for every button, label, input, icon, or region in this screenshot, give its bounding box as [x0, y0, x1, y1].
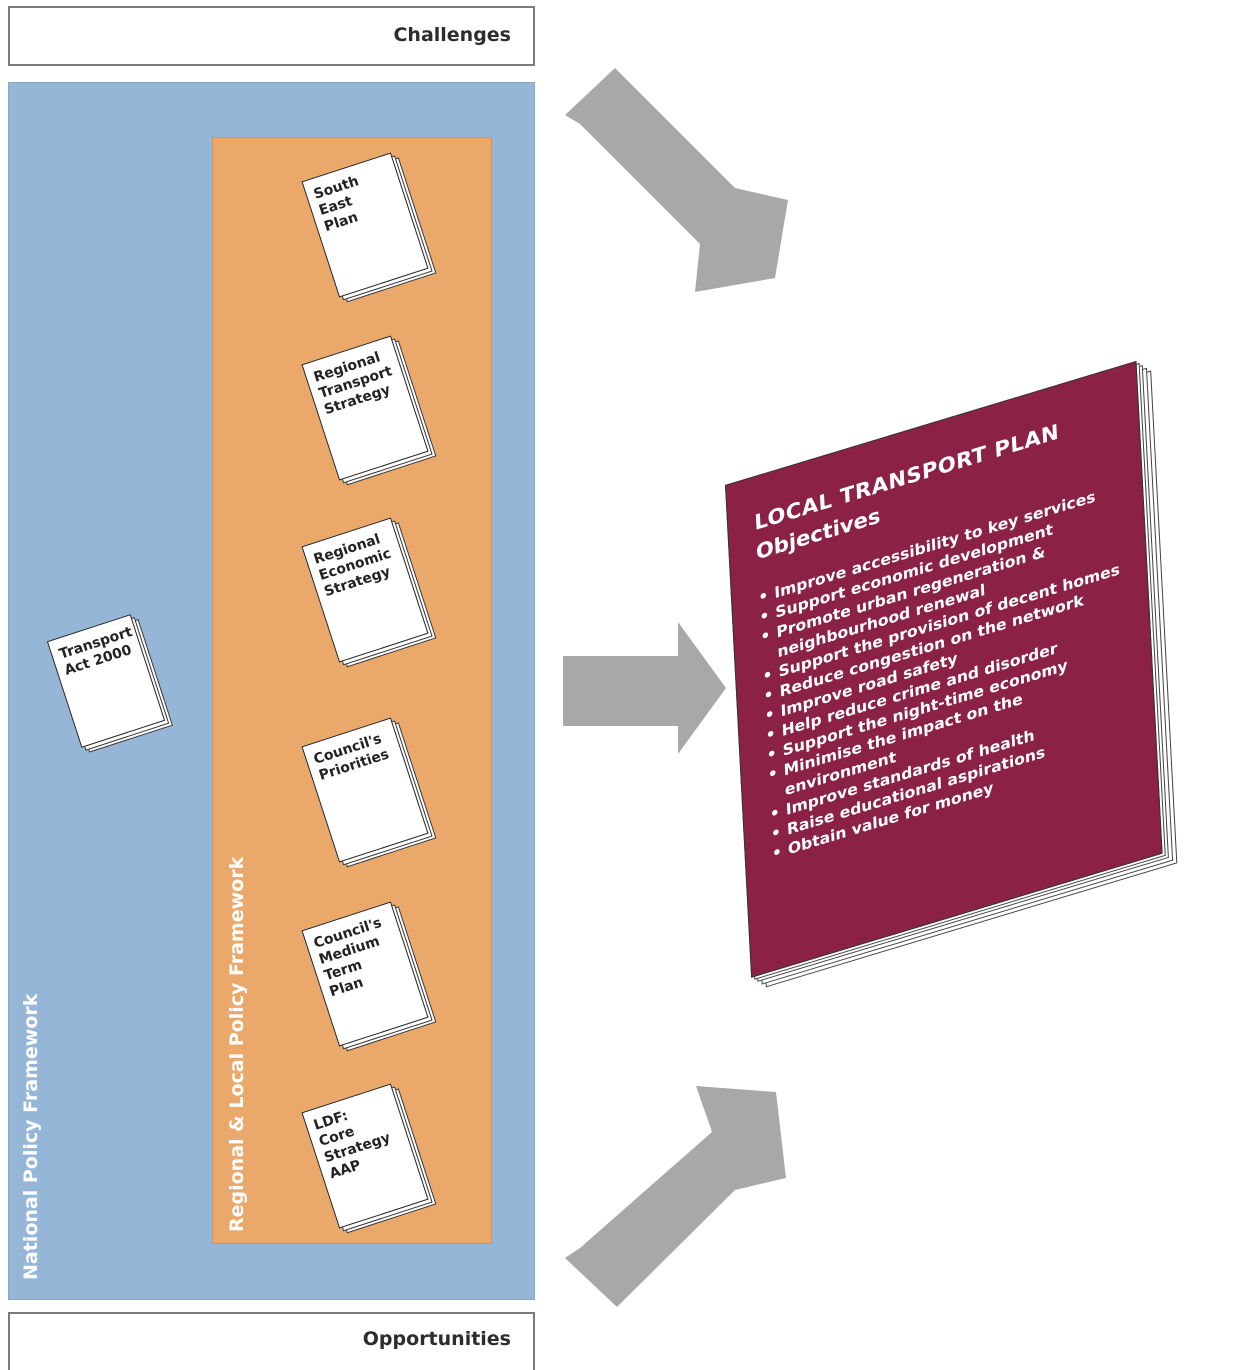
- opportunities-box: Opportunities: [8, 1312, 535, 1370]
- challenges-label: Challenges: [393, 24, 511, 46]
- center-arrow-icon: [563, 622, 726, 754]
- challenges-box: Challenges: [8, 6, 535, 66]
- opportunities-label: Opportunities: [362, 1328, 511, 1350]
- regional-local-policy-framework-panel: [212, 137, 492, 1244]
- opportunities-arrow-icon: [565, 1086, 786, 1307]
- challenges-arrow-icon: [565, 68, 788, 292]
